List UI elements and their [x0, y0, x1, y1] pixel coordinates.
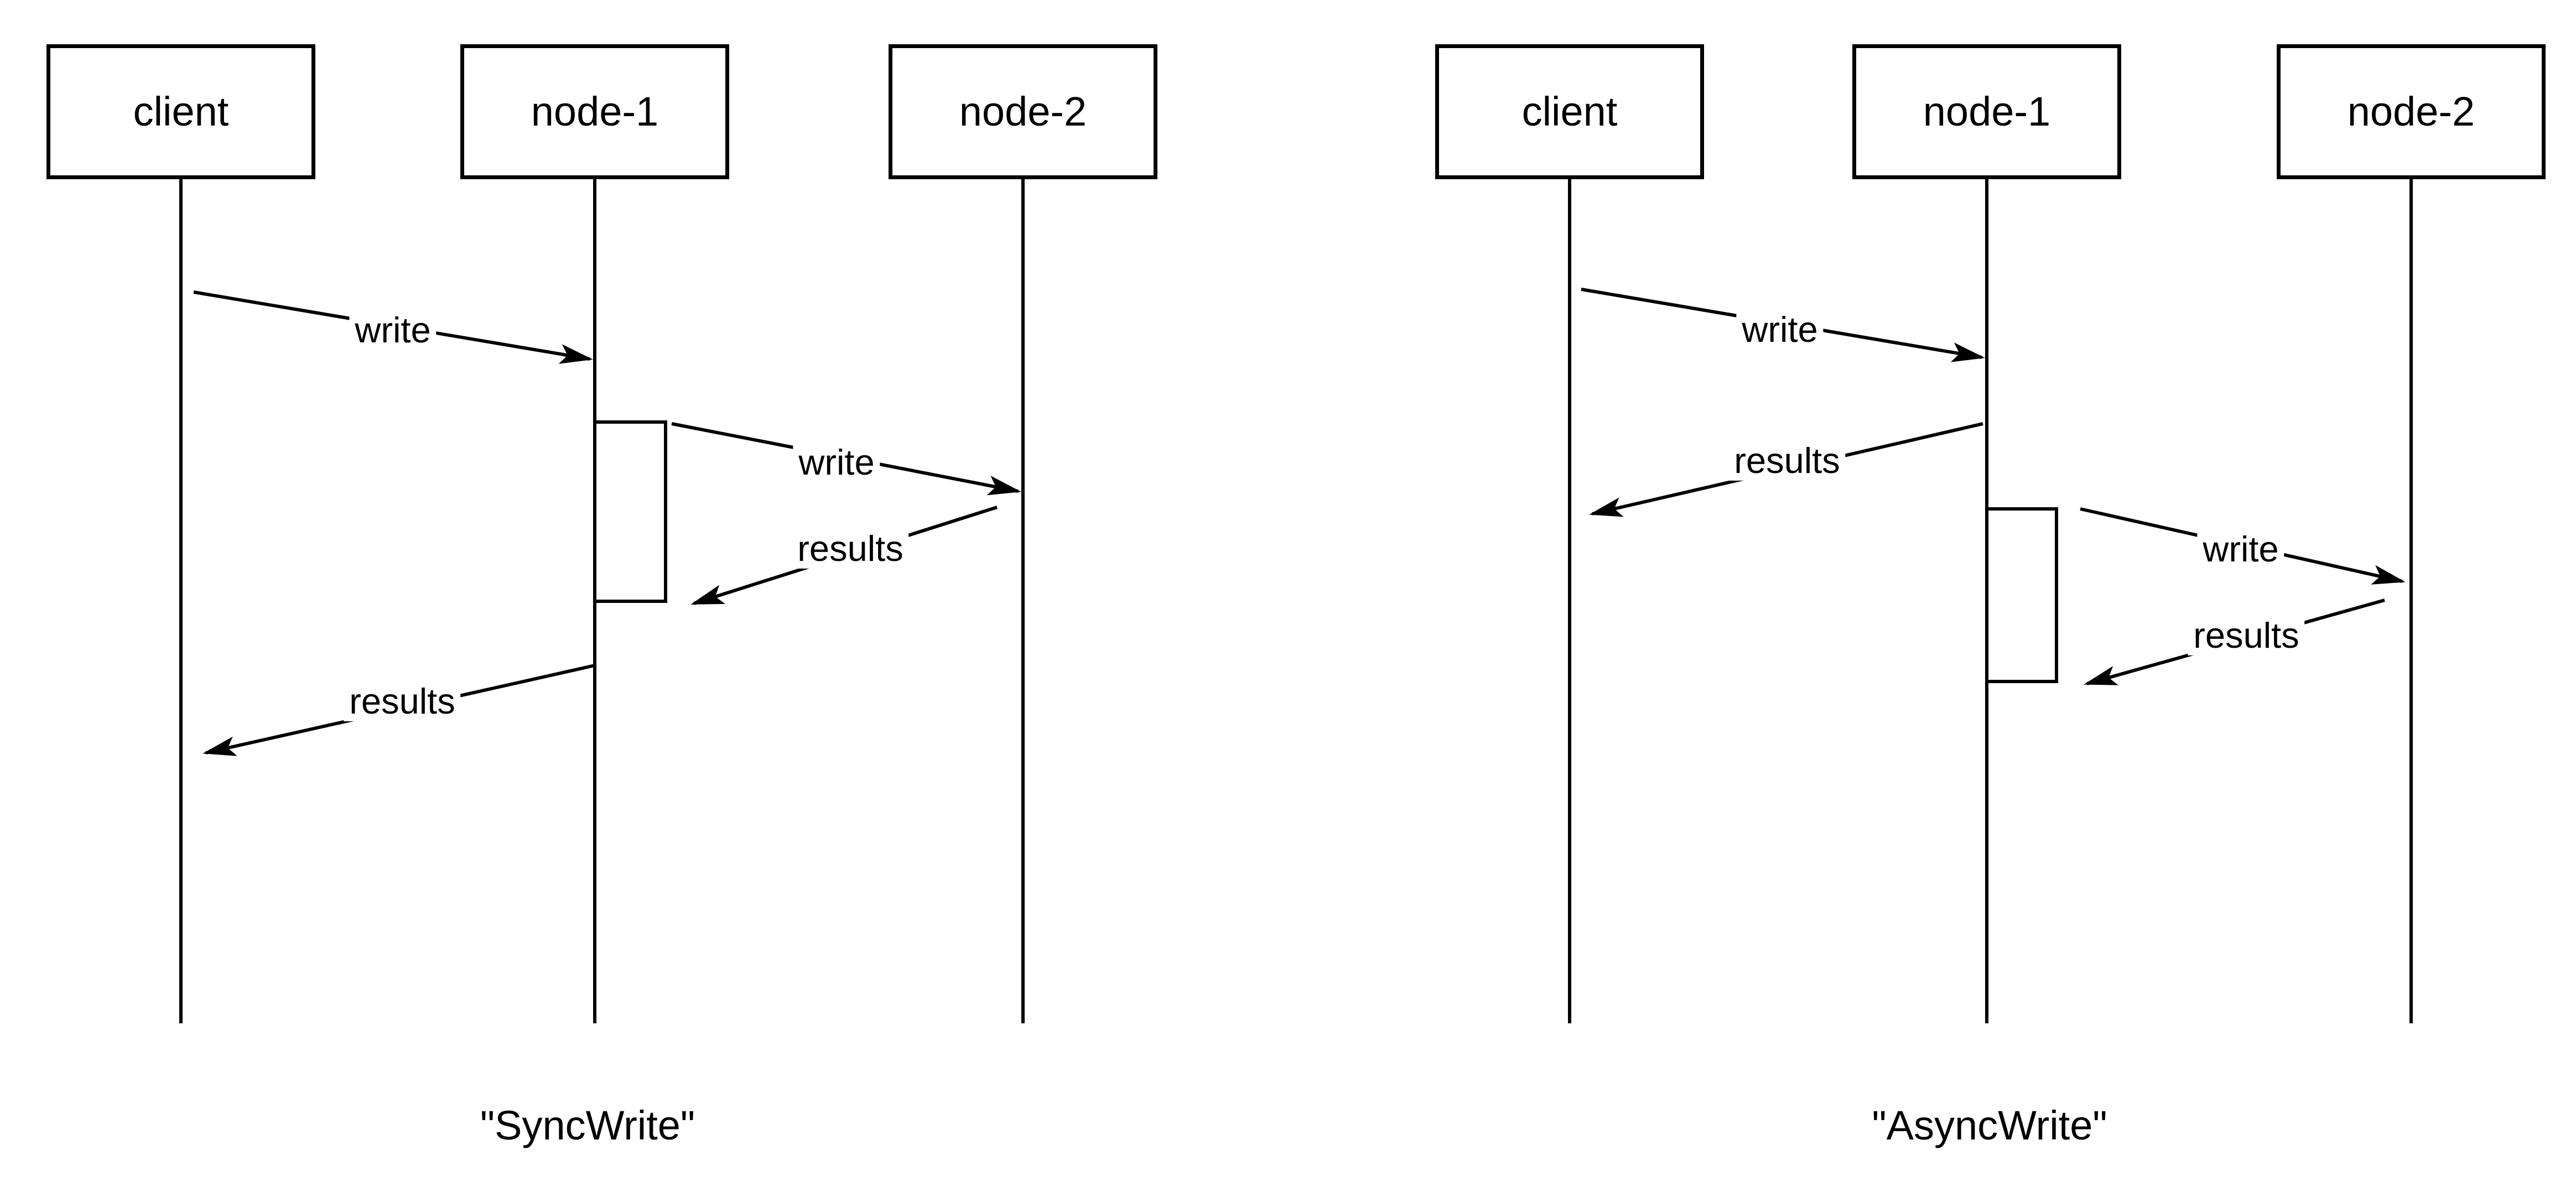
message-label-results: results	[2188, 615, 2305, 656]
diagram-caption-asyncwrite: "AsyncWrite"	[1872, 1102, 2107, 1148]
diagram-caption-syncwrite: "SyncWrite"	[480, 1102, 695, 1148]
syncwrite-diagram-lines	[179, 179, 1025, 1023]
message-label-write: write	[1736, 309, 1824, 350]
actor-box-node-1: node-1	[1852, 44, 2121, 179]
message-label-write: write	[793, 442, 880, 483]
actor-box-node-1: node-1	[460, 44, 729, 179]
message-label-write: write	[349, 310, 437, 351]
actor-label: client	[133, 89, 229, 134]
actor-box-node-2: node-2	[889, 44, 1157, 179]
actor-label: node-1	[531, 89, 659, 134]
message-label-results: results	[1728, 440, 1846, 481]
actor-box-node-2: node-2	[2277, 44, 2546, 179]
actor-label: client	[1521, 89, 1618, 134]
actor-label: node-1	[1923, 89, 2051, 134]
actor-box-client: client	[46, 44, 315, 179]
message-label-results: results	[792, 528, 909, 569]
actor-label: node-2	[959, 89, 1087, 134]
activation-bar-node-1	[1985, 507, 2058, 683]
actor-box-client: client	[1435, 44, 1704, 179]
asyncwrite-diagram-lines	[1568, 179, 2413, 1023]
actor-label: node-2	[2347, 89, 2475, 134]
message-label-write: write	[2197, 529, 2284, 570]
activation-bar-node-1	[593, 420, 667, 603]
message-label-results: results	[344, 681, 461, 722]
